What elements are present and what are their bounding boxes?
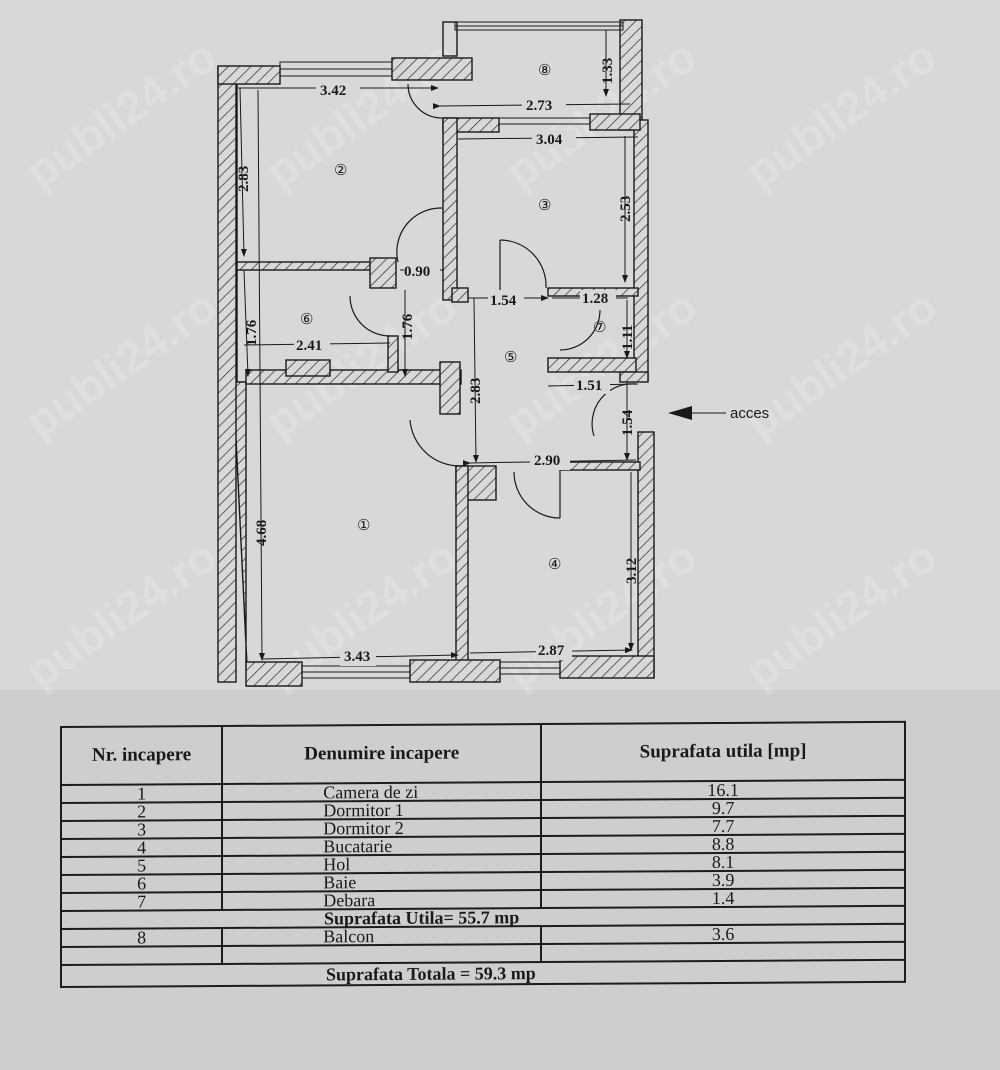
dim-hall-height: 2.83	[468, 378, 484, 404]
cell-name: Baie	[222, 872, 542, 892]
svg-text:publi24.ro: publi24.ro	[736, 280, 946, 449]
dim-door-width: 0.90	[404, 264, 430, 280]
room-labels: ① ② ③ ④ ⑤ ⑥ ⑦ ⑧	[300, 63, 606, 573]
room-label-8: ⑧	[538, 63, 551, 79]
dim-hall-lower-width: 1.51	[576, 378, 602, 394]
access-label: acces	[730, 405, 769, 422]
paper-background-lower	[0, 690, 1000, 1070]
room-label-2: ②	[334, 163, 347, 179]
room-label-6: ⑥	[300, 312, 313, 328]
cell-nr: 3	[61, 819, 223, 840]
empty-cell	[541, 941, 905, 963]
dim-room4-width: 2.87	[538, 643, 565, 659]
cell-nr: 1	[61, 783, 223, 804]
dimension-labels: 3.42 2.73 1.33 3.04 2.53 2.83 0.90 1.54 …	[236, 58, 640, 666]
room-label-5: ⑤	[504, 350, 517, 366]
cell-nr: 4	[61, 837, 223, 858]
room-area-table: Nr. incapere Denumire incapere Suprafata…	[60, 721, 906, 988]
dim-hall-bottom-width: 2.90	[534, 453, 560, 469]
cell-area: 3.6	[541, 923, 905, 945]
room-label-4: ④	[548, 557, 561, 573]
dim-room3-width: 3.04	[536, 132, 563, 148]
dimension-lines	[238, 30, 726, 661]
cell-nr: 6	[61, 873, 223, 894]
windows	[279, 21, 624, 679]
empty-cell	[222, 944, 542, 965]
cell-nr: 8	[61, 927, 223, 948]
svg-text:publi24.ro: publi24.ro	[256, 30, 466, 199]
dim-room6-width: 2.41	[296, 338, 322, 354]
header-name: Denumire incapere	[222, 724, 542, 785]
dim-room7-width: 1.28	[582, 291, 608, 307]
header-nr: Nr. incapere	[61, 726, 223, 785]
svg-text:publi24.ro: publi24.ro	[16, 530, 226, 699]
dim-hall-upper-width: 1.54	[490, 293, 517, 309]
cell-nr: 5	[61, 855, 223, 876]
room-label-3: ③	[538, 198, 551, 214]
dim-room1-height: 4.68	[254, 520, 270, 546]
table-header-row: Nr. incapere Denumire incapere Suprafata…	[61, 721, 905, 785]
paper-background	[0, 0, 1000, 690]
grand-total: Suprafata Totala = 59.3 mp	[61, 959, 905, 987]
room-label-7: ⑦	[593, 320, 606, 336]
dim-room8-height: 1.33	[600, 58, 616, 84]
dim-room8-width: 2.73	[526, 98, 552, 114]
dim-room6-height-left: 1.76	[244, 319, 260, 346]
dim-room3-height: 2.53	[618, 196, 634, 222]
dim-room2-width: 3.42	[320, 83, 346, 99]
dim-room7-height: 1.11	[620, 325, 636, 350]
dim-room2-height: 2.83	[236, 166, 252, 192]
cell-nr: 2	[61, 801, 223, 822]
grand-total-row: Suprafata Totala = 59.3 mp	[61, 959, 905, 987]
svg-text:publi24.ro: publi24.ro	[16, 30, 226, 199]
floor-plan: publi24.ro publi24.ro publi24.ro publi24…	[16, 19, 946, 699]
empty-cell	[61, 946, 223, 965]
cell-name: Bucatarie	[222, 836, 542, 856]
walls	[217, 19, 655, 687]
dim-entrance-width: 1.54	[620, 409, 636, 436]
cell-name: Camera de zi	[222, 782, 542, 802]
svg-text:publi24.ro: publi24.ro	[736, 530, 946, 699]
cell-name: Balcon	[222, 926, 542, 946]
svg-text:publi24.ro: publi24.ro	[736, 30, 946, 199]
dim-room1-width: 3.43	[344, 649, 370, 665]
svg-text:publi24.ro: publi24.ro	[16, 280, 226, 449]
header-area: Suprafata utila [mp]	[541, 721, 905, 783]
access-indicator: acces	[668, 405, 769, 422]
cell-nr: 7	[61, 891, 223, 912]
dim-room4-height: 3.12	[624, 558, 640, 584]
cell-name: Hol	[222, 854, 542, 874]
arrow-left-icon	[668, 406, 692, 420]
cell-area: 1.4	[541, 887, 905, 909]
room-label-1: ①	[357, 518, 370, 534]
cell-name: Dormitor 2	[222, 818, 542, 838]
dim-room6-height-right: 1.76	[400, 313, 416, 340]
room-table-container: Nr. incapere Denumire incapere Suprafata…	[60, 721, 906, 988]
cell-name: Dormitor 1	[222, 800, 542, 820]
